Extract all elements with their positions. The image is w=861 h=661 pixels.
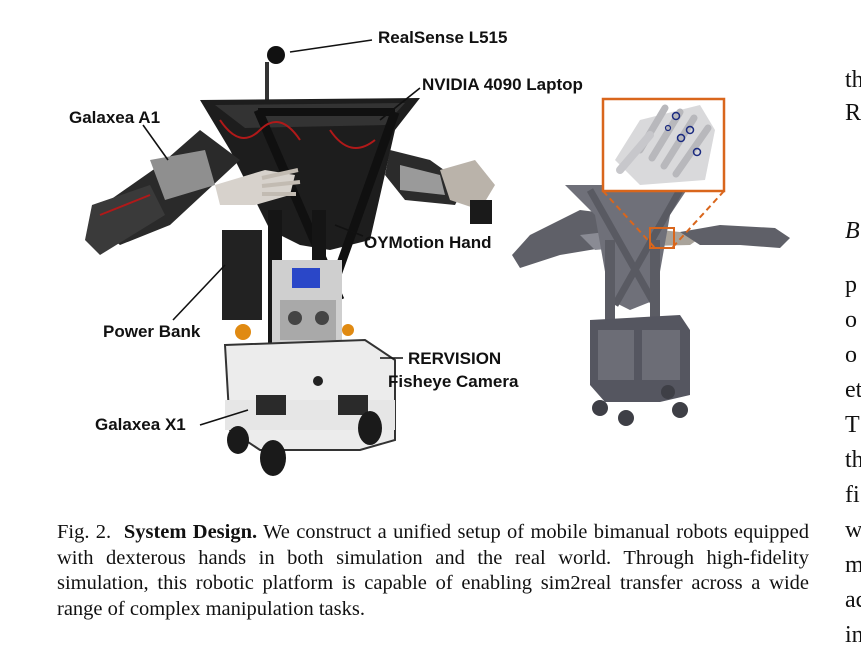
side-line: m [845,552,861,578]
side-line: R [845,100,861,126]
real-robot-photo [85,46,495,476]
label-arm: Galaxea A1 [69,108,161,127]
side-line: p [845,272,857,298]
side-line: fi [845,482,860,508]
side-line: o [845,342,857,368]
label-hand: OYMotion Hand [364,233,492,252]
label-power-bank: Power Bank [103,322,201,341]
leader-lines [142,39,421,426]
side-line: w [845,517,861,543]
side-line: th [845,447,861,473]
side-line: ac [845,587,861,613]
side-line: T [845,412,860,438]
figure-caption: Fig. 2. System Design. We construct a un… [57,520,809,622]
caption-fig-number: Fig. 2. [57,521,112,543]
caption-title: System Design. [123,521,258,543]
side-line: B [845,218,860,244]
side-line: o [845,307,857,333]
label-camera-line2: Fisheye Camera [388,372,519,391]
side-line: et [845,377,861,403]
simulated-robot-render [512,97,790,426]
side-line: th [845,67,861,93]
label-camera-line1: RERVISION [408,349,502,368]
caption-body: We construct a unified setup of mobile b… [57,521,810,620]
label-laptop: NVIDIA 4090 Laptop [422,75,583,94]
label-realsense: RealSense L515 [378,28,508,47]
label-base: Galaxea X1 [95,415,186,434]
side-line: in [845,622,861,648]
